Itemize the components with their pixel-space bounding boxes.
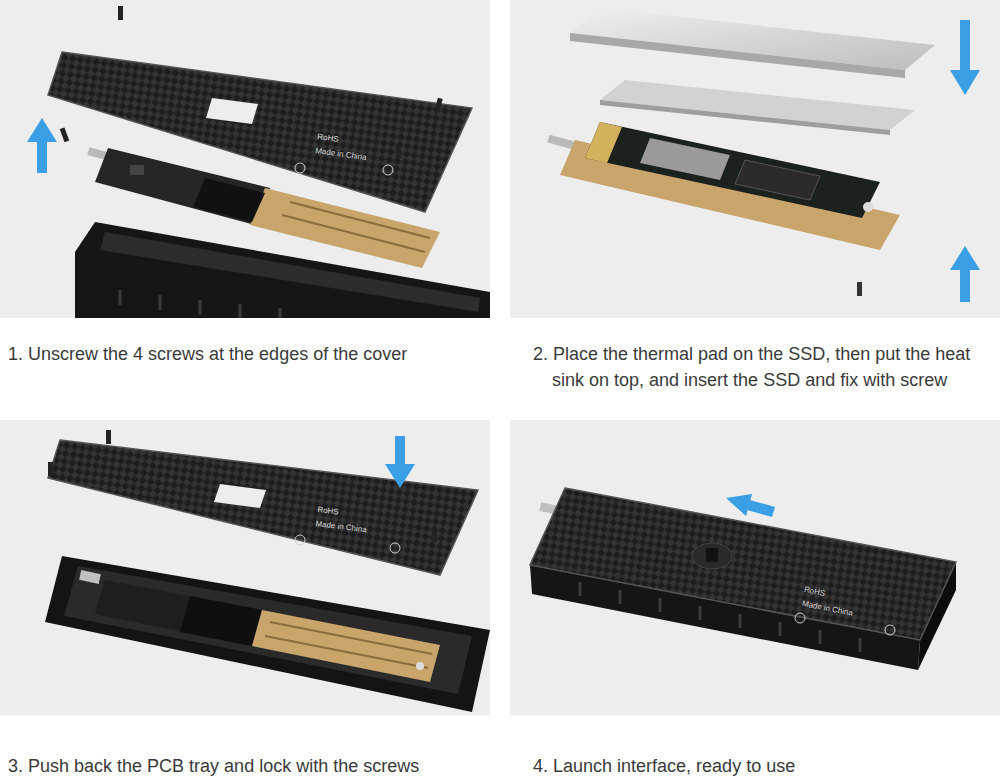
slider-pad [180, 596, 262, 646]
carbon-cover [48, 440, 478, 575]
step-caption: 4. Launch interface, ready to use [533, 753, 988, 779]
panel-ground [0, 420, 490, 715]
arrow-shaft [395, 436, 405, 466]
step-caption: 2. Place the thermal pad on the SSD, the… [533, 341, 988, 393]
vent-slots [120, 290, 280, 318]
cert-mark: RoHS [317, 505, 339, 518]
screws [60, 6, 443, 158]
screw [118, 6, 123, 20]
arrow-shaft [37, 141, 47, 173]
step-caption: 3. Push back the PCB tray and lock with … [8, 753, 488, 779]
heat-sink [570, 8, 935, 78]
ssd-screw [863, 202, 873, 212]
origin-mark: Made in China [315, 146, 367, 163]
cert-mark: RoHS [803, 585, 826, 599]
vent-slot [699, 606, 702, 620]
chip [130, 165, 144, 175]
screw [60, 127, 69, 142]
vent-slot [859, 638, 862, 652]
tray-screw [416, 662, 424, 670]
ssd-board [585, 122, 880, 218]
cover-plate [48, 440, 478, 575]
slider-grip [706, 548, 718, 562]
arrow-head [950, 246, 980, 270]
usb-c-port [79, 570, 101, 584]
cert-logo [383, 165, 393, 175]
pcb-tray [87, 147, 440, 268]
thermal-pad [600, 80, 915, 135]
vent-slot [659, 598, 662, 612]
vent-slot [579, 582, 582, 596]
cert-logo [795, 613, 805, 623]
arrow-shaft [960, 20, 970, 72]
vent-slot [199, 300, 202, 315]
usb-c-plug [547, 135, 574, 149]
ssd-chip [640, 138, 730, 180]
case-body [45, 556, 490, 712]
screw [48, 462, 53, 476]
slider-knob [692, 543, 732, 569]
panel-ground [510, 0, 1000, 318]
carbon-cover [48, 52, 472, 212]
arrow-head [726, 494, 752, 516]
cover-hole [206, 98, 258, 124]
cover-plate [48, 52, 472, 212]
arrow-head [27, 118, 57, 142]
panel-ground [510, 420, 1000, 715]
ssd-contacts [585, 122, 622, 163]
tray-line [270, 622, 432, 654]
blue-arrow [950, 20, 980, 302]
blue-arrow [27, 118, 57, 173]
arrow-head [950, 70, 980, 95]
vent-slot [119, 290, 122, 305]
pcb-board [95, 148, 270, 225]
screw [396, 146, 401, 158]
vent-slot [279, 308, 282, 318]
cert-mark: RoHS [317, 132, 340, 145]
arrow-shaft [747, 500, 775, 517]
tray-line [282, 215, 425, 252]
blue-arrow [726, 494, 775, 517]
screw [857, 282, 862, 296]
vent-slot [819, 630, 822, 644]
tray-lines [265, 622, 432, 668]
cover-hole [214, 484, 266, 508]
slider-pad [193, 178, 265, 222]
heat-sink-edge [570, 33, 905, 78]
cert-logo [390, 543, 400, 553]
screw [106, 430, 111, 444]
screws [48, 430, 437, 542]
vent-slot [239, 304, 242, 318]
case-cavity [64, 566, 472, 694]
thermal-pad-edge [600, 100, 890, 135]
vent-slot [619, 590, 622, 604]
carbon-cover [530, 488, 956, 640]
blue-arrow [385, 436, 415, 488]
vent-slot [159, 295, 162, 310]
step-caption: 1. Unscrew the 4 screws at the edges of … [8, 341, 488, 367]
cert-logo [885, 625, 895, 635]
gold-tray [252, 610, 440, 682]
origin-mark: Made in China [315, 519, 367, 535]
ssd-assembly [547, 122, 900, 296]
cert-logo [295, 535, 305, 545]
closed-enclosure [530, 488, 956, 670]
arrow-shaft [960, 268, 970, 302]
vent-slot [739, 614, 742, 628]
enclosure-case [45, 556, 490, 712]
tray-lines [282, 202, 430, 252]
origin-mark: Made in China [801, 599, 854, 619]
screw [432, 528, 437, 542]
screw [434, 98, 442, 113]
vent-slot [779, 622, 782, 636]
pcb-board [95, 580, 262, 646]
tray-line [265, 636, 428, 668]
arrow-head [385, 464, 415, 488]
panel-ground [0, 0, 490, 318]
cert-logo [295, 163, 305, 173]
ssd-chip [735, 160, 820, 200]
